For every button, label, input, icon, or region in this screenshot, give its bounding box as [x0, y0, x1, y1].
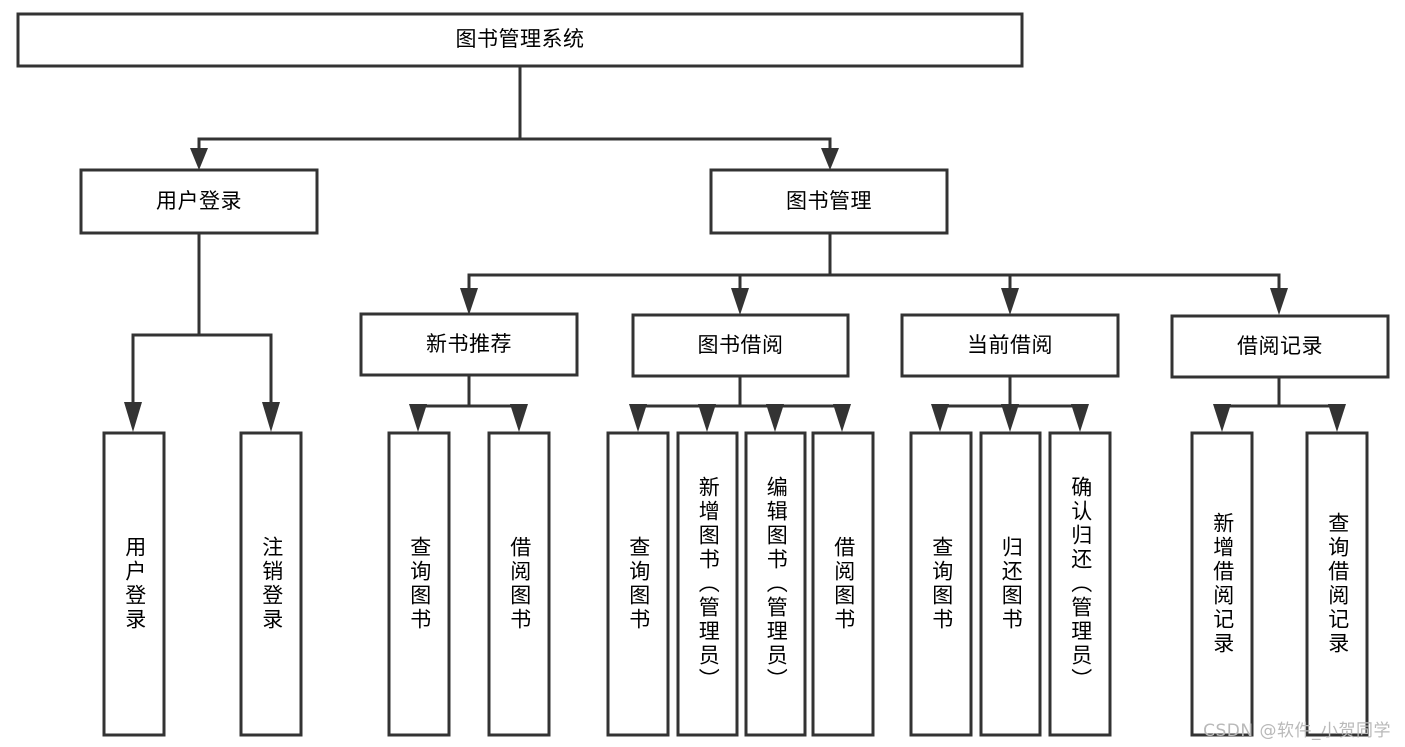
node-box-leaf-user-login[interactable] — [102, 431, 166, 737]
arrowhead-borrow-record — [1270, 288, 1288, 315]
connector-group-new-book-recommend — [409, 373, 528, 432]
arrowhead-leaf-confirm-return — [1071, 404, 1089, 432]
arrowhead-leaf-logout-login — [262, 402, 280, 432]
node-box-new-book-recommend[interactable] — [359, 312, 579, 377]
arrowhead-leaf-edit-book — [766, 404, 784, 432]
node-box-leaf-query-book-2[interactable] — [606, 431, 670, 737]
arrowhead-leaf-query-book-2 — [629, 404, 647, 432]
node-box-borrow-record[interactable] — [1170, 314, 1390, 379]
connector-group-current-borrow — [931, 374, 1089, 432]
arrowhead-leaf-borrow-book-2 — [833, 404, 851, 432]
arrowhead-leaf-query-book-1 — [409, 404, 427, 432]
arrowhead-user-login — [190, 148, 208, 170]
node-box-book-borrow[interactable] — [631, 313, 850, 378]
csdn-watermark: CSDN @软件_小贺同学 — [1203, 721, 1391, 741]
arrowhead-leaf-return-book — [1001, 404, 1019, 432]
arrowhead-leaf-user-login — [124, 402, 142, 432]
connector-group-root — [190, 64, 839, 170]
node-box-leaf-borrow-book-2[interactable] — [811, 431, 875, 737]
arrowhead-current-borrow — [1001, 288, 1019, 315]
node-box-leaf-add-record[interactable] — [1190, 431, 1254, 737]
connector-group-user-login — [124, 231, 280, 432]
node-box-book-manage[interactable] — [709, 168, 949, 235]
node-box-current-borrow[interactable] — [900, 313, 1120, 378]
node-box-leaf-query-book-3[interactable] — [909, 431, 973, 737]
arrowhead-new-book-recommend — [460, 288, 478, 315]
node-box-leaf-edit-book[interactable] — [744, 431, 807, 737]
node-box-user-login[interactable] — [79, 168, 319, 235]
arrowhead-book-manage — [821, 148, 839, 170]
connector-group-book-manage — [460, 231, 1288, 315]
node-box-leaf-add-book[interactable] — [676, 431, 739, 737]
connector-group-borrow-record — [1213, 375, 1346, 432]
node-box-leaf-borrow-book-1[interactable] — [487, 431, 551, 737]
node-box-leaf-query-record[interactable] — [1305, 431, 1369, 737]
connector-group-book-borrow — [629, 374, 851, 432]
node-box-leaf-logout-login[interactable] — [239, 431, 303, 737]
node-box-leaf-return-book[interactable] — [979, 431, 1042, 737]
arrowhead-leaf-query-book-3 — [931, 404, 949, 432]
arrowhead-leaf-add-book — [698, 404, 716, 432]
arrowhead-book-borrow — [731, 288, 749, 315]
arrowhead-leaf-add-record — [1213, 404, 1231, 432]
node-box-leaf-confirm-return[interactable] — [1048, 431, 1112, 737]
arrowhead-leaf-query-record — [1328, 404, 1346, 432]
arrowhead-leaf-borrow-book-1 — [510, 404, 528, 432]
node-box-root[interactable] — [16, 12, 1024, 68]
node-box-leaf-query-book-1[interactable] — [387, 431, 451, 737]
